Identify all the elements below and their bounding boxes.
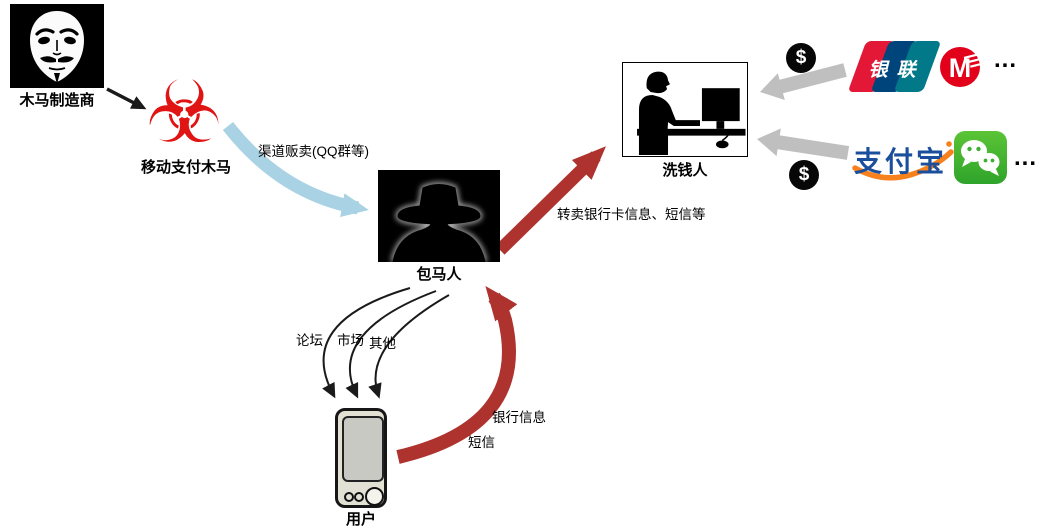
phone-button-dot — [354, 492, 364, 502]
wechat-icon — [954, 131, 1007, 184]
alipay-swoosh-icon — [852, 141, 954, 181]
channel-sale-label: 渠道贩卖(QQ群等) — [258, 144, 369, 159]
arrow-bankinfo-sms — [396, 285, 518, 464]
person-at-computer-icon — [637, 71, 746, 155]
arrow-money-bottom — [757, 128, 850, 160]
more-banks-ellipsis: ... — [994, 46, 1018, 73]
svg-text:M: M — [949, 53, 972, 83]
other-label: 其他 — [369, 336, 396, 351]
biohazard-icon: ☣ — [145, 65, 223, 161]
cmb-logo: M — [937, 44, 983, 90]
launderer-label: 洗钱人 — [662, 162, 708, 179]
arrow-channel-sale — [222, 122, 369, 217]
launderer-image — [622, 62, 748, 157]
arrow-resell — [495, 146, 607, 255]
user-label: 用户 — [345, 511, 376, 528]
wechat-logo — [954, 131, 1007, 184]
mobile-trojan-label: 移动支付木马 — [140, 159, 231, 176]
cmb-icon: M — [940, 47, 983, 87]
phone-screen — [342, 416, 384, 482]
unionpay-logo: 银联 — [847, 41, 942, 92]
guy-fawkes-mask-icon — [10, 4, 104, 88]
trojan-maker-label: 木马制造商 — [19, 92, 95, 109]
market-label: 市场 — [337, 333, 364, 348]
alipay-logo: 支付宝 — [852, 137, 954, 181]
more-apps-ellipsis: ... — [1014, 144, 1038, 171]
packer-label: 包马人 — [416, 266, 462, 283]
sms-label: 短信 — [468, 435, 495, 450]
user-phone-image — [335, 408, 387, 508]
fedora-man-icon — [378, 170, 500, 262]
phone-button-dot — [344, 492, 354, 502]
resell-label: 转卖银行卡信息、短信等 — [557, 207, 706, 222]
dollar-coin-icon: $ — [786, 43, 816, 73]
forum-label: 论坛 — [296, 333, 323, 348]
bank-info-label: 银行信息 — [492, 410, 546, 425]
phone-home-button — [365, 487, 384, 506]
packer-image — [378, 170, 500, 262]
unionpay-label: 银联 — [868, 60, 925, 81]
dollar-coin-icon: $ — [789, 160, 819, 190]
trojan-maker-image — [10, 4, 104, 88]
arrow-maker-to-trojan — [106, 87, 147, 110]
alipay-label: 支付宝 — [854, 146, 948, 177]
